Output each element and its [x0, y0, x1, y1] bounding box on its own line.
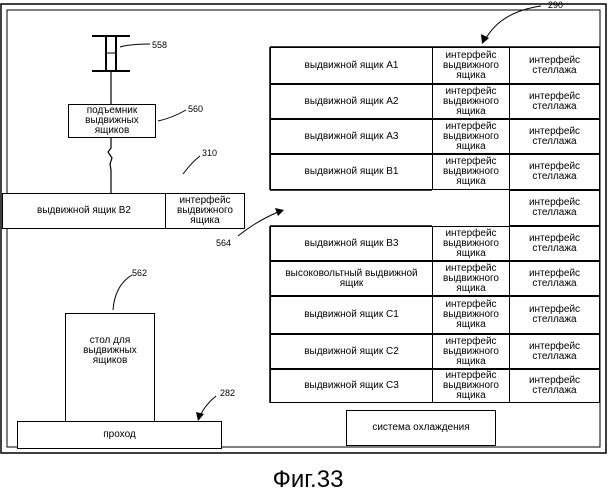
drawer-b2: выдвижной ящик В2: [2, 193, 166, 229]
rack-drawer: выдвижной ящик А2: [270, 84, 433, 119]
rack-drawer-interface: интерфейс выдвижного ящика: [432, 369, 510, 403]
rack-drawer: выдвижной ящик В1: [270, 154, 433, 190]
rack-drawer-interface: интерфейс выдвижного ящика: [432, 296, 510, 334]
rack-drawer-interface: интерфейс выдвижного ящика: [432, 154, 510, 190]
ref-558: 558: [152, 40, 167, 50]
rack-drawer: выдвижной ящик В3: [270, 226, 433, 261]
rack-interface: интерфейс стеллажа: [509, 47, 600, 84]
ref-310: 310: [202, 148, 217, 158]
rack-interface: интерфейс стеллажа: [509, 119, 600, 154]
cooling-system: система охлаждения: [346, 410, 496, 446]
ref-560: 560: [188, 104, 203, 114]
ref-562: 562: [132, 268, 147, 278]
rack-interface: интерфейс стеллажа: [509, 154, 600, 190]
rack-drawer: выдвижной ящик С1: [270, 296, 433, 334]
drawer-table: стол для выдвижных ящиков: [65, 313, 155, 423]
rack-drawer: высоковольтный выдвижной ящик: [270, 261, 433, 296]
rack-drawer-interface: интерфейс выдвижного ящика: [432, 47, 510, 84]
rack-interface: интерфейс стеллажа: [509, 84, 600, 119]
drawer-table-label: стол для выдвижных ящиков: [66, 336, 154, 366]
rack-drawer: выдвижной ящик А3: [270, 119, 433, 154]
rack-drawer-interface: интерфейс выдвижного ящика: [432, 84, 510, 119]
rack-drawer: выдвижной ящик А1: [270, 47, 433, 84]
drawer-b2-interface: интерфейс выдвижного ящика: [165, 193, 245, 229]
rack-interface: интерфейс стеллажа: [509, 369, 600, 403]
rack-drawer: выдвижной ящик С3: [270, 369, 433, 403]
ref-290: 290: [548, 0, 563, 10]
aisle: проход: [17, 421, 222, 449]
rack-interface: интерфейс стеллажа: [509, 226, 600, 261]
rack-drawer-interface: интерфейс выдвижного ящика: [432, 261, 510, 296]
rack-interface: интерфейс стеллажа: [509, 261, 600, 296]
rack-interface: интерфейс стеллажа: [509, 296, 600, 334]
ref-564: 564: [216, 238, 231, 248]
rack-drawer-interface: интерфейс выдвижного ящика: [432, 226, 510, 261]
drawer-lift: подъемник выдвижных ящиков: [68, 104, 156, 138]
rack-interface: интерфейс стеллажа: [509, 334, 600, 369]
figure-title: Фиг.33: [0, 466, 616, 494]
rack-drawer-interface: интерфейс выдвижного ящика: [432, 334, 510, 369]
rack-interface: интерфейс стеллажа: [509, 190, 600, 226]
rack-drawer-interface: интерфейс выдвижного ящика: [432, 119, 510, 154]
ref-282: 282: [220, 388, 235, 398]
rack-drawer: выдвижной ящик С2: [270, 334, 433, 369]
